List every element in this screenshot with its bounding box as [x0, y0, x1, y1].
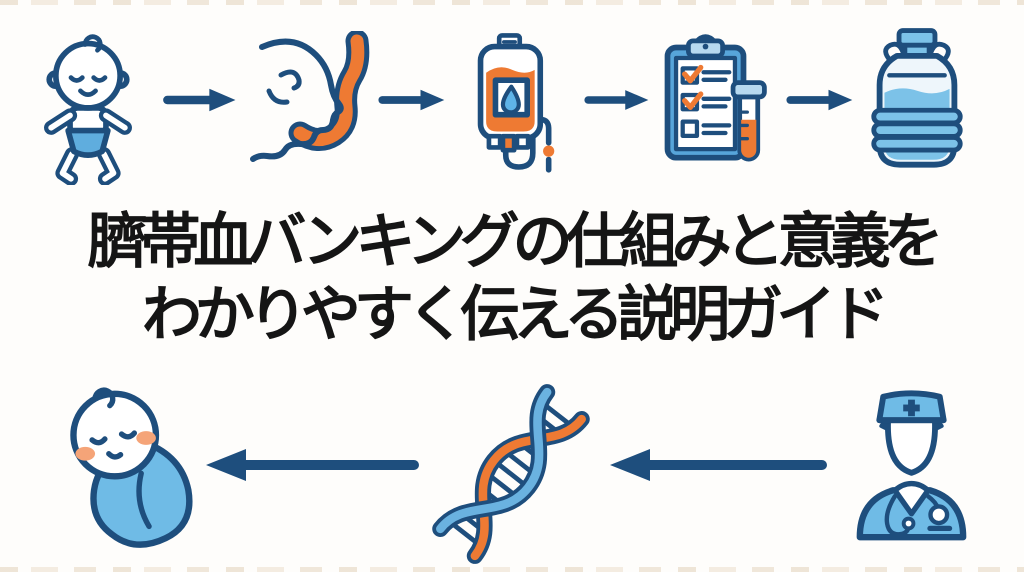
- title-line-1: 臍帯血バンキングの仕組みと意義を: [87, 207, 943, 277]
- flow-arrow-left-1: [206, 449, 419, 481]
- flow-arrow-right-3: [584, 90, 649, 110]
- profile-with-umbilical-cord-icon: [250, 31, 370, 162]
- cord-blood-bag-icon: [477, 33, 555, 173]
- flow-arrow-right-2: [378, 89, 445, 111]
- testing-checklist-clipboard-icon: [664, 34, 767, 162]
- top-edge-decoration: [0, 0, 1024, 5]
- bottom-edge-decoration: [0, 567, 1024, 572]
- swaddled-baby-icon: [70, 387, 193, 548]
- flow-arrow-right-1: [163, 88, 236, 112]
- cryogenic-storage-tank-icon: [871, 28, 963, 168]
- title-line-2: わかりやすく伝える説明ガイド: [141, 280, 889, 350]
- flow-arrow-right-4: [786, 89, 853, 111]
- title: 臍帯血バンキングの仕組みと意義を わかりやすく伝える説明ガイド: [0, 206, 1024, 352]
- dna-helix-icon: [432, 384, 590, 564]
- doctor-icon: [856, 390, 967, 541]
- newborn-baby-icon: [44, 34, 132, 185]
- flow-arrow-left-2: [610, 449, 827, 481]
